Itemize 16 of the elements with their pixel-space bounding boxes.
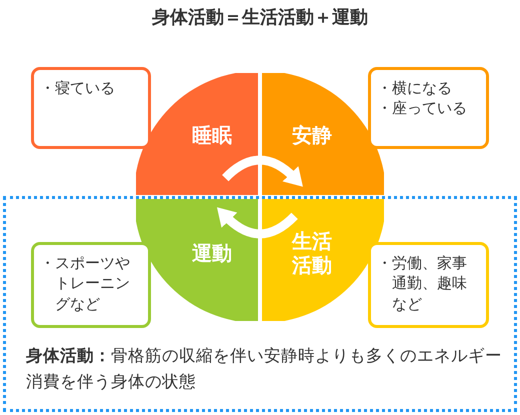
bullet-text: ・寝ている xyxy=(40,78,116,98)
bullet-text: ・座っている xyxy=(377,98,468,118)
text-box xyxy=(31,67,151,149)
text-box xyxy=(368,242,489,328)
bullet-text: ・スポーツやトレーニングなど xyxy=(40,253,131,314)
text-box xyxy=(368,67,489,149)
segment-label: 睡眠 xyxy=(192,123,232,147)
text-box xyxy=(31,242,151,328)
bullet-text: ・労働、家事通勤、趣味など xyxy=(377,253,468,314)
definition-text: 身体活動：骨格筋の収縮を伴い安静時よりも多くのエネルギー消費を伴う身体の状態 xyxy=(26,345,503,393)
title: 身体活動＝生活活動＋運動 xyxy=(151,6,369,29)
dotted-frame xyxy=(3,196,517,412)
segment-label: 安静 xyxy=(292,123,332,147)
segment-label: 運動 xyxy=(192,241,232,265)
segment-label: 生活活動 xyxy=(292,229,333,277)
bullet-text: ・横になる xyxy=(377,78,453,98)
